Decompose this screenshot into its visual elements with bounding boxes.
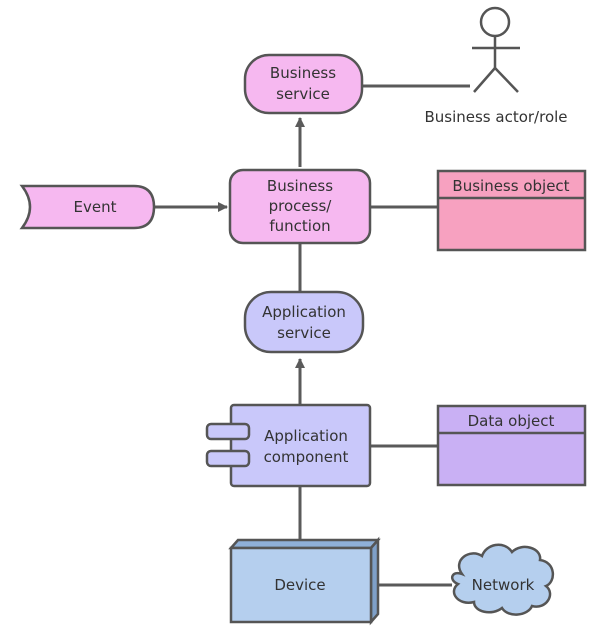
network-node[interactable]: Network: [450, 543, 554, 616]
application-service-label-line2: service: [277, 324, 331, 342]
business-process-label-line1: Business: [267, 177, 333, 195]
business-service-label-line1: Business: [270, 64, 336, 82]
business-service-shape: [243, 53, 364, 115]
data-object-node[interactable]: Data object: [436, 404, 587, 487]
business-object-shape: [436, 169, 587, 252]
business-process-label-line2: process/: [269, 197, 333, 215]
business-object-label: Business object: [452, 177, 569, 195]
business-service-label-line2: service: [276, 85, 330, 103]
device-shape: [229, 546, 373, 624]
component-tab-top-icon: [205, 422, 251, 441]
application-component-node[interactable]: Application component: [205, 403, 372, 488]
application-service-label-line1: Application: [262, 303, 346, 321]
application-component-label-line2: component: [264, 448, 349, 466]
application-component-label-line1: Application: [264, 427, 348, 445]
business-actor-label: Business actor/role: [424, 108, 567, 126]
business-actor-node[interactable]: Business actor/role: [424, 6, 568, 126]
business-process-label-line3: function: [269, 217, 330, 235]
device-label: Device: [274, 576, 325, 594]
event-node[interactable]: Event: [19, 184, 156, 230]
network-cloud-icon: [450, 543, 554, 616]
business-process-node[interactable]: Business process/ function: [228, 168, 372, 245]
application-component-shape: [229, 403, 372, 488]
event-label: Event: [74, 198, 117, 216]
device-node[interactable]: Device: [228, 536, 381, 626]
application-service-shape: [243, 290, 365, 354]
application-service-node[interactable]: Application service: [243, 290, 365, 354]
business-service-node[interactable]: Business service: [243, 53, 364, 115]
stick-figure-icon: [472, 6, 520, 93]
business-object-node[interactable]: Business object: [436, 169, 587, 252]
data-object-label: Data object: [468, 412, 555, 430]
network-label: Network: [472, 576, 535, 594]
data-object-shape: [436, 404, 587, 487]
business-process-shape: [228, 168, 372, 245]
event-shape: [19, 184, 156, 230]
component-tab-bottom-icon: [205, 449, 251, 468]
